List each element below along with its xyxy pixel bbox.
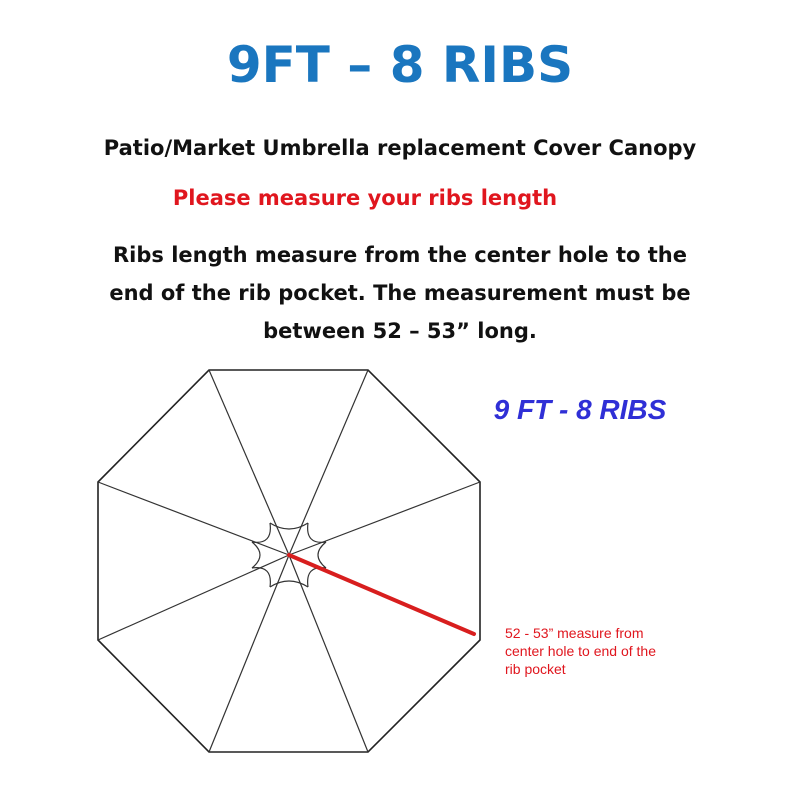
instruction-line-2: end of the rib pocket. The measurement m… bbox=[109, 281, 691, 305]
diagram-size-label: 9 FT - 8 RIBS bbox=[493, 394, 667, 425]
hub-arc bbox=[317, 541, 327, 569]
instruction-line-1: Ribs length measure from the center hole… bbox=[113, 243, 687, 267]
rib-line bbox=[208, 369, 290, 556]
hub-arc bbox=[251, 567, 271, 588]
measurement-callout: 52 - 53” measure from center hole to end… bbox=[505, 624, 705, 678]
hub-arc bbox=[251, 522, 271, 543]
hub-arc bbox=[307, 522, 327, 543]
page-title: 9FT – 8 RIBS bbox=[226, 36, 574, 94]
rib-line bbox=[208, 554, 290, 753]
callout-line-3: rib pocket bbox=[505, 661, 566, 677]
callout-line-1: 52 - 53” measure from bbox=[505, 625, 644, 641]
measured-rib-line bbox=[287, 553, 476, 636]
callout-line-2: center hole to end of the bbox=[505, 643, 656, 659]
hub-arc bbox=[251, 541, 261, 569]
center-hub bbox=[251, 522, 327, 588]
measurement-instructions: Ribs length measure from the center hole… bbox=[60, 236, 740, 350]
instruction-line-3: between 52 – 53” long. bbox=[263, 319, 537, 343]
rib-line bbox=[288, 369, 369, 556]
rib-line bbox=[288, 554, 369, 753]
rib-line bbox=[97, 554, 290, 641]
product-subtitle: Patio/Market Umbrella replacement Cover … bbox=[103, 136, 697, 160]
hub-arc bbox=[269, 522, 309, 530]
measure-warning: Please measure your ribs length bbox=[172, 186, 558, 210]
canopy-outline bbox=[97, 369, 481, 753]
hub-arc bbox=[269, 580, 309, 588]
